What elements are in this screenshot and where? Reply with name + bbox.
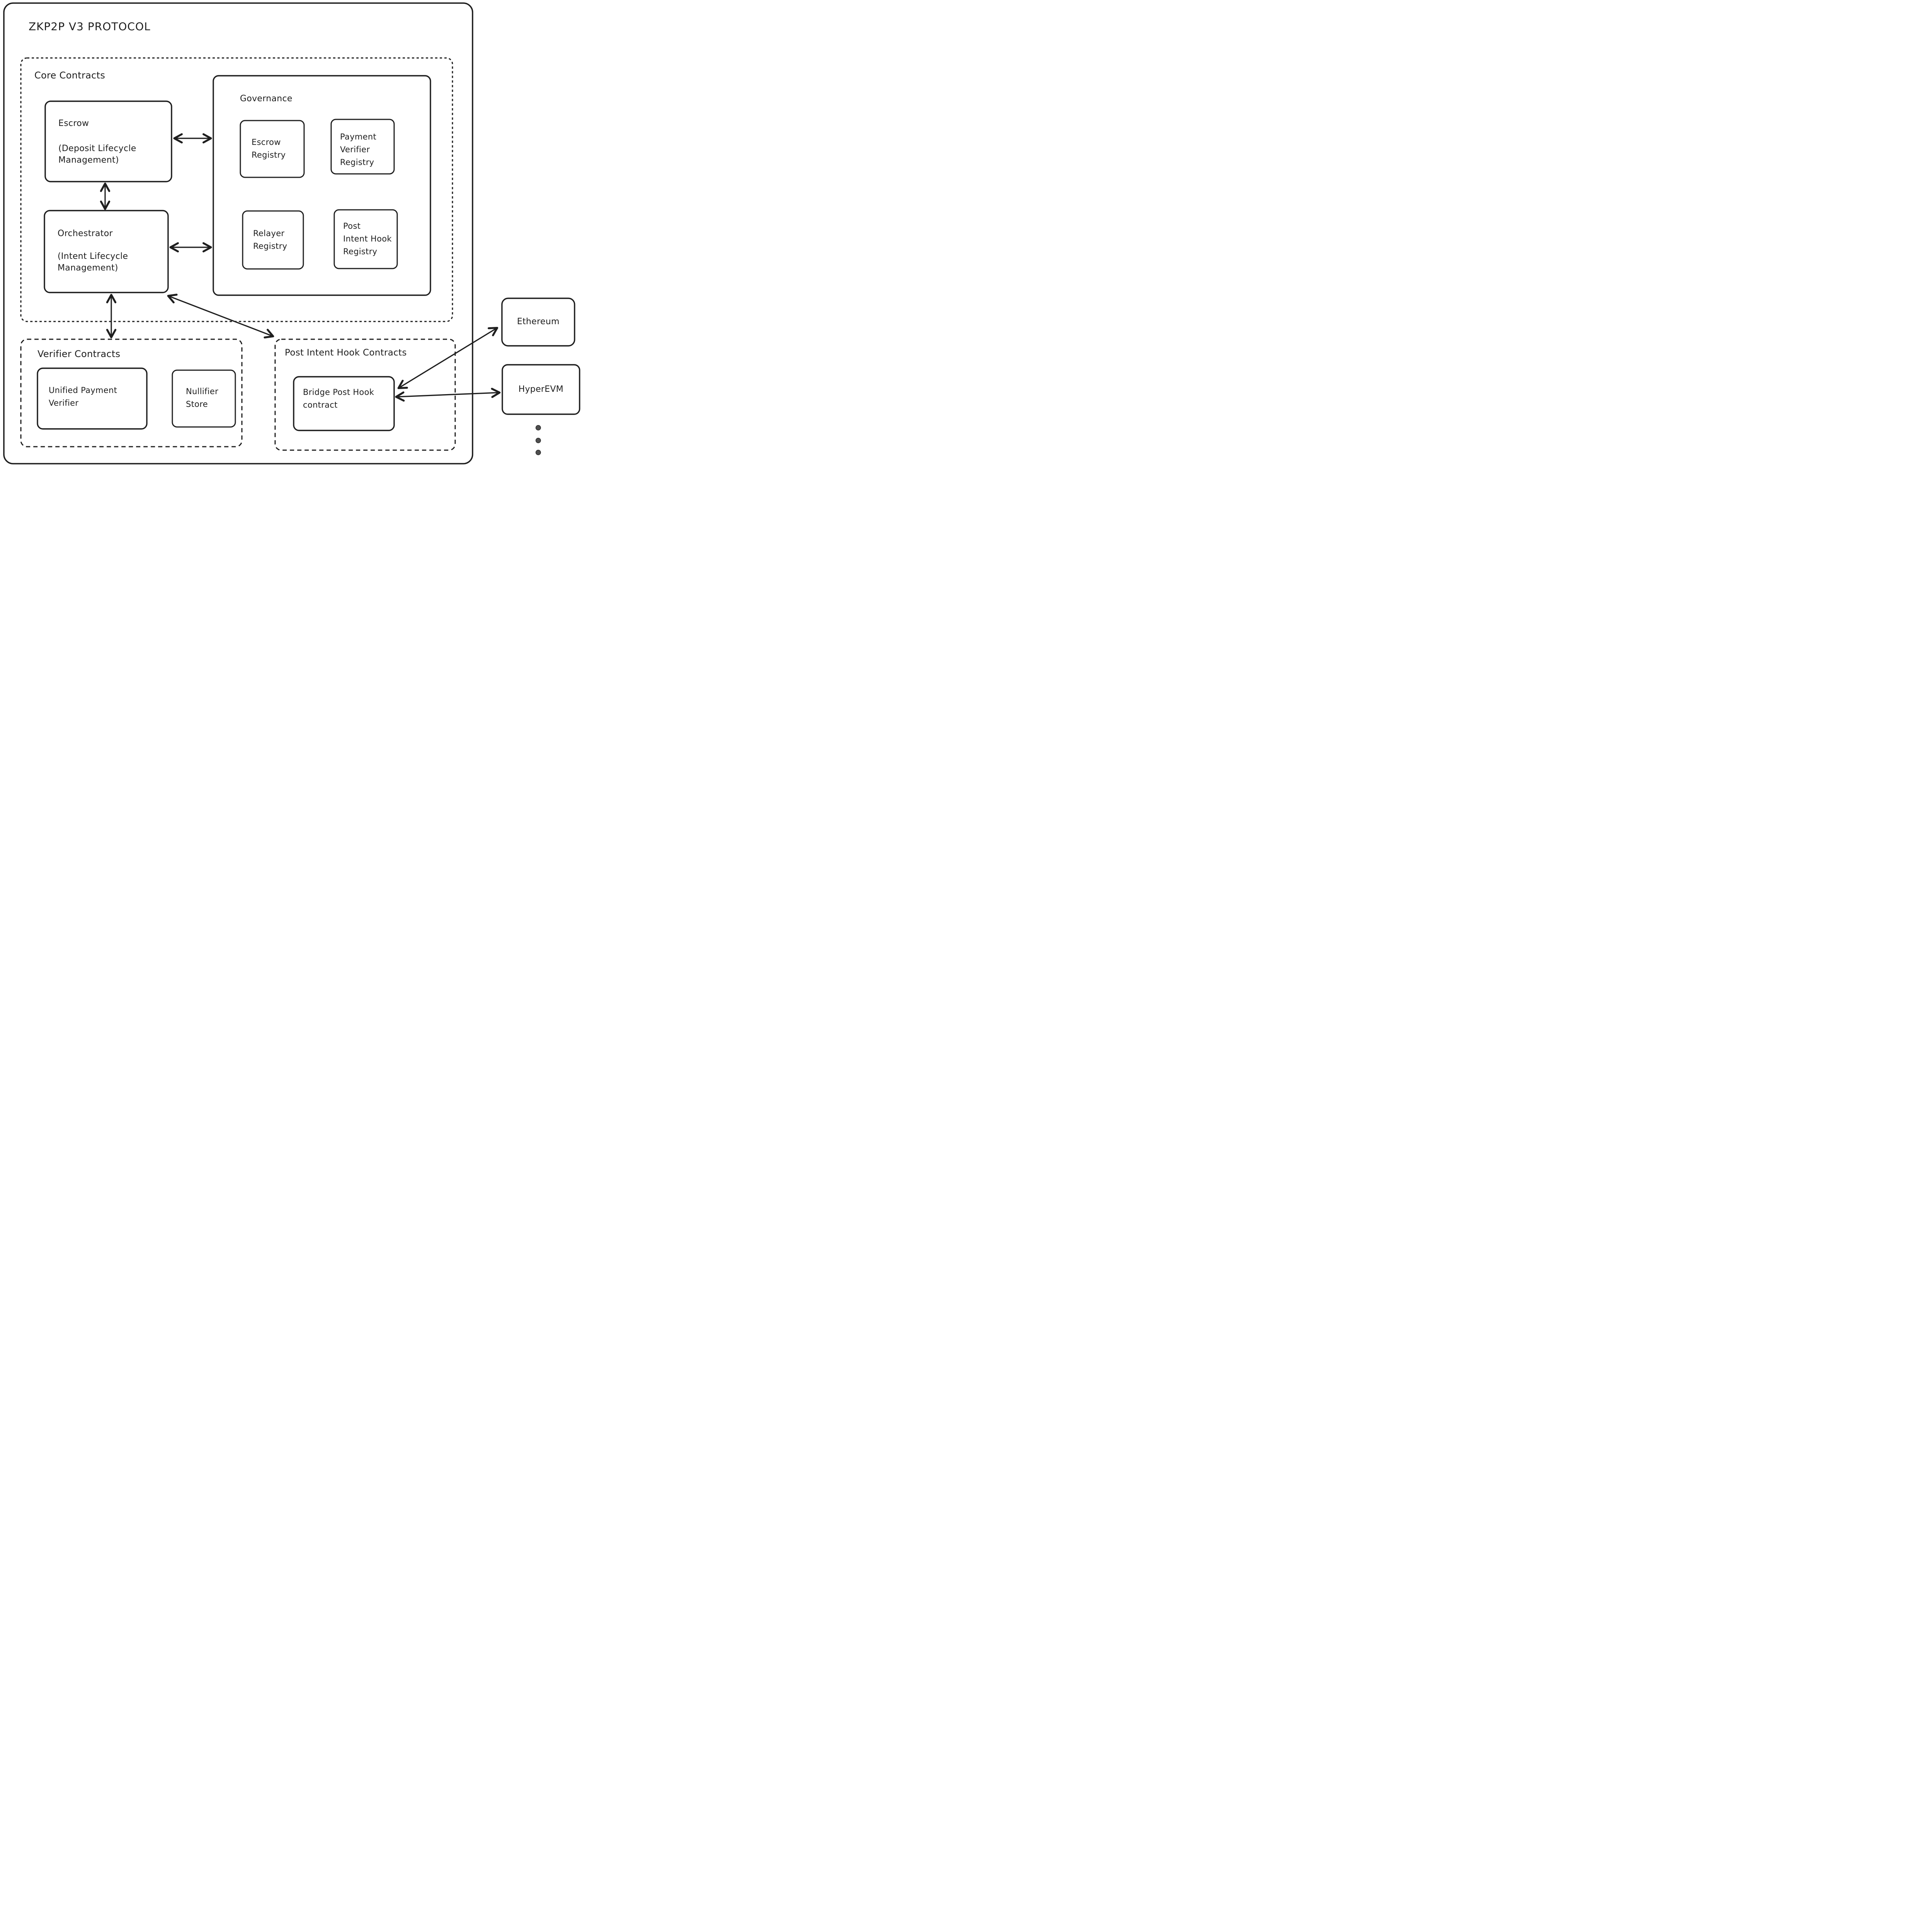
nullifier-store-box bbox=[172, 369, 236, 428]
payment-verifier-registry-box bbox=[330, 119, 395, 175]
relayer-registry-label: Relayer Registry bbox=[253, 229, 287, 251]
governance-label: Governance bbox=[240, 94, 293, 104]
escrow-registry-label: Escrow Registry bbox=[252, 138, 286, 160]
escrow-title: Escrow bbox=[58, 119, 89, 128]
verifier-contracts-label: Verifier Contracts bbox=[37, 349, 121, 359]
edge-orchestrator-post-intent-hook-contracts bbox=[167, 294, 274, 338]
governance-group-box bbox=[213, 75, 431, 296]
ethereum-box bbox=[501, 298, 575, 347]
payment-verifier-registry-label: Payment Verifier Registry bbox=[340, 132, 377, 167]
diagram-title: ZKP2P V3 PROTOCOL bbox=[29, 20, 151, 33]
more-chains-dot bbox=[536, 425, 541, 430]
post-intent-hook-contracts-label: Post Intent Hook Contracts bbox=[285, 348, 407, 358]
hyperevm-label: HyperEVM bbox=[518, 384, 564, 394]
post-intent-hook-registry-box bbox=[333, 209, 398, 269]
ethereum-label: Ethereum bbox=[517, 317, 560, 327]
orchestrator-subtitle: (Intent Lifecycle Management) bbox=[58, 252, 128, 273]
edge-bridge-ethereum bbox=[397, 327, 498, 389]
core-contracts-group-box bbox=[20, 57, 453, 322]
zkp2p-architecture-diagram: ZKP2P V3 PROTOCOL Core Contracts Governa… bbox=[0, 0, 581, 468]
unified-payment-verifier-label: Unified Payment Verifier bbox=[49, 386, 117, 408]
diagram-shapes-layer bbox=[3, 2, 580, 464]
hyperevm-box bbox=[502, 364, 580, 415]
more-chains-dot bbox=[536, 450, 541, 455]
escrow-node-box bbox=[44, 100, 172, 182]
post-intent-hook-registry-label: Post Intent Hook Registry bbox=[343, 221, 392, 256]
post-intent-hook-contracts-group-box bbox=[274, 338, 456, 451]
protocol-outer-box bbox=[3, 2, 473, 464]
bridge-post-hook-label: Bridge Post Hook contract bbox=[303, 388, 374, 410]
orchestrator-title: Orchestrator bbox=[58, 229, 113, 238]
escrow-registry-box bbox=[240, 120, 305, 178]
verifier-contracts-group-box bbox=[20, 338, 243, 447]
unified-payment-verifier-box bbox=[37, 367, 148, 430]
nullifier-store-label: Nullifier Store bbox=[186, 387, 219, 409]
core-contracts-label: Core Contracts bbox=[34, 70, 105, 81]
escrow-subtitle: (Deposit Lifecycle Management) bbox=[58, 144, 136, 165]
edge-bridge-hyperevm bbox=[395, 388, 501, 402]
orchestrator-node-box bbox=[44, 210, 169, 293]
relayer-registry-box bbox=[242, 210, 304, 270]
bridge-post-hook-box bbox=[293, 376, 395, 431]
more-chains-dot bbox=[536, 438, 541, 443]
